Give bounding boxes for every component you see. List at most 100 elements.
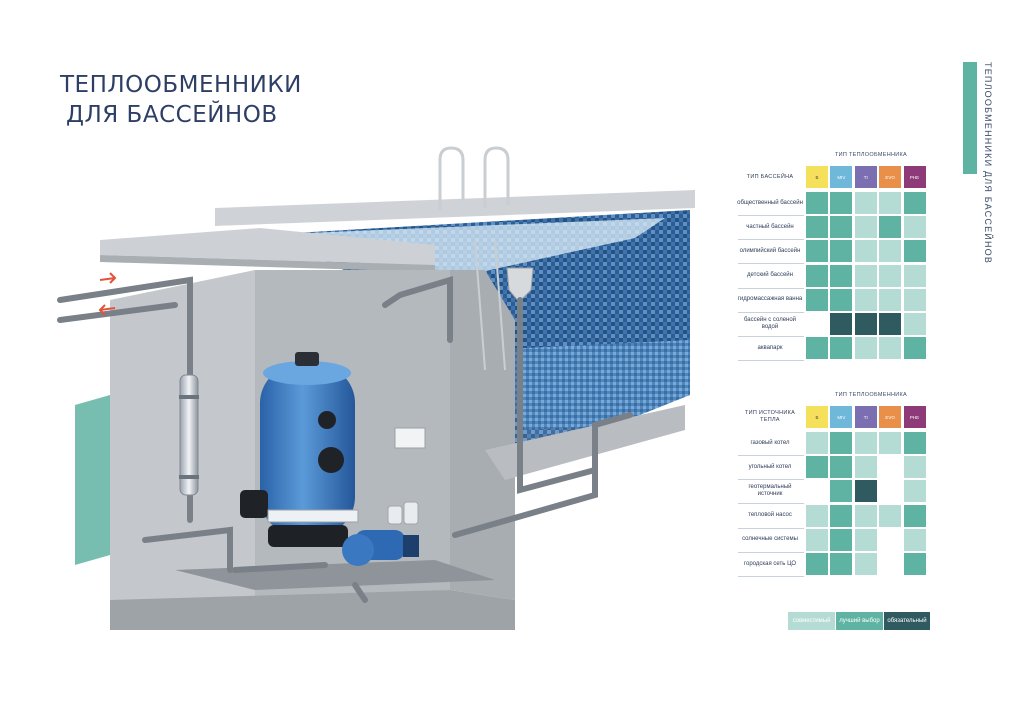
matrix-cell [806,456,828,479]
matrix-cell [879,192,902,214]
exchanger-type-cell: TI [854,406,877,428]
matrix-cell [830,528,853,551]
matrix-cell [903,456,926,479]
row-divider [738,311,804,313]
matrix-cell [830,456,853,479]
matrix-cell [879,313,902,335]
matrix-row-label: газовый котел [750,439,790,446]
matrix-row-label: гидромассажная ванна [737,296,803,303]
matrix-cell [903,192,926,214]
row-divider [738,336,804,337]
matrix-row: частный бассейн [736,216,928,239]
matrix-cell [830,216,853,239]
matrix-row: общественный бассейн [736,192,928,214]
matrix-cell [879,216,902,239]
matrix-cell [854,288,877,311]
matrix-cell [903,337,926,360]
side-title: ТЕПЛООБМЕННИКИ ДЛЯ БАССЕЙНОВ [983,62,993,265]
matrix-cell [854,264,877,287]
matrix-row: гидромассажная ванна [736,288,928,311]
exchanger-type-cell: MIV [830,166,853,188]
matrix-cell [830,264,853,287]
row-header-label: ТИП БАССЕЙНА [746,173,794,180]
exchanger-type-cell: B [806,406,828,428]
matrix-cell [903,264,926,287]
row-divider [738,576,804,577]
matrix-cell [854,480,877,503]
matrix-cell [879,337,902,360]
matrix-row: угольный котел [736,456,928,479]
matrix-cell [854,456,877,479]
matrix-row-label: угольный котел [748,463,792,470]
matrix-row-label: общественный бассейн [737,199,803,206]
matrix-row: аквапарк [736,337,928,360]
matrix-cell [806,288,828,311]
matrix-cell [806,313,828,335]
row-divider [738,527,804,529]
matrix-cell [854,192,877,214]
matrix-cell [830,192,853,214]
matrix-row: детский бассейн [736,264,928,287]
matrix-row: тепловой насос [736,504,928,527]
exchanger-type-cell: EVO [879,406,902,428]
legend-item-best: лучший выбор [836,612,883,630]
matrix-row: олимпийский бассейн [736,240,928,263]
matrix-cell [854,553,877,575]
matrix-cell [879,288,902,311]
matrix-cell [903,504,926,527]
matrix-cell [830,504,853,527]
exchanger-type-cell: MIV [830,406,853,428]
row-divider [738,503,804,505]
matrix-cell [806,504,828,527]
matrix-cell [903,553,926,575]
matrix-cell [806,216,828,239]
row-divider [738,215,804,216]
matrix-cell [879,456,901,478]
matrix-row-label: бассейн с соленой водой [743,317,797,330]
row-header-label: ТИП ИСТОЧНИКА ТЕПЛА [744,410,796,423]
matrix-cell [879,553,901,575]
row-divider [738,455,804,456]
matrix-cell [879,264,902,287]
matrix-cell [879,432,902,454]
matrix-cell [854,528,877,551]
matrix-cell [806,432,828,454]
row-divider [738,239,804,241]
matrix-cell [903,480,926,503]
matrix-row: газовый котел [736,432,928,454]
matrix-cell [903,288,926,311]
matrix-row-label: детский бассейн [747,272,793,279]
matrix-row-label: олимпийский бассейн [739,247,801,254]
exchanger-type-cell: TI [854,166,877,188]
row-divider [738,263,804,265]
matrix-cell [879,480,901,502]
matrix-cell [830,337,853,360]
exchanger-type-header: ТИП ТЕПЛООБМЕННИКА [835,392,907,398]
exchanger-type-cell: PHE [903,406,926,428]
matrix-cell [854,240,877,263]
matrix-cell [806,264,828,287]
matrix-cell [806,337,828,360]
matrix-cell [903,240,926,263]
matrix-row-label: частный бассейн [746,223,794,230]
matrix-cell [806,240,828,263]
matrix-cell [830,432,853,454]
exchanger-type-cell: B [806,166,828,188]
matrix-cell [830,288,853,311]
matrix-cell [830,480,853,503]
matrix-cell [806,480,828,502]
exchanger-type-cell: EVO [879,166,902,188]
row-divider [738,479,804,481]
matrix-cell [806,192,828,214]
matrix-cell [830,313,853,335]
page-title: ТЕПЛООБМЕННИКИ ДЛЯ БАССЕЙНОВ [60,70,302,130]
matrix-cell [903,313,926,335]
page-title-line2: ДЛЯ БАССЕЙНОВ [66,102,278,128]
matrix-row-label: геотермальный источник [748,484,792,498]
matrix-cell [879,240,902,263]
matrix-row: городская сеть ЦО [736,553,928,575]
matrix-row: солнечные системы [736,528,928,551]
row-divider [738,360,804,362]
side-accent-bar [963,62,977,174]
matrix-row-label: солнечные системы [742,536,798,543]
